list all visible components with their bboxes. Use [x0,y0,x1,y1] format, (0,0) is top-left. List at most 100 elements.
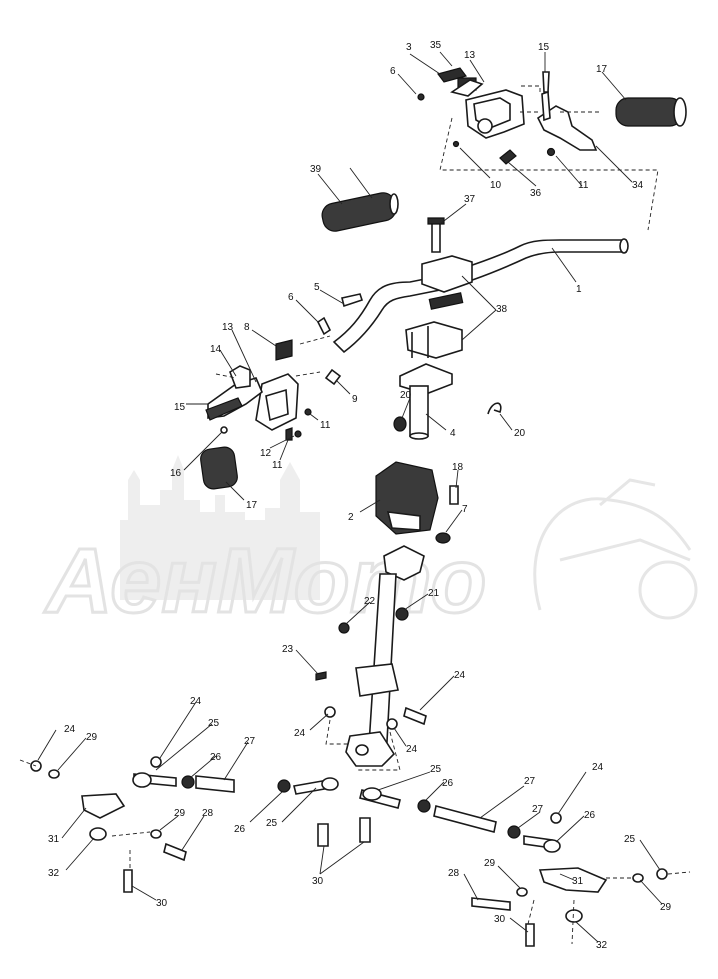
riser-post [393,326,453,440]
assembly-line-left [215,335,331,379]
callout-24-far-right: 25 [624,834,636,845]
callout-26-right: 27 [532,804,544,815]
tie-rod-right [359,787,691,947]
lower-clamp-37 [405,321,463,359]
washer-29-far-right [632,873,644,883]
left-grip-38 [321,192,399,232]
callout-24-rod-left: 24 [190,696,202,707]
grip-17-right [615,97,683,127]
callout-32-right: 32 [596,940,608,951]
callouts: 3 35 13 15 17 6 10 36 11 34 39 37 1 38 5… [48,40,672,951]
watermark: АенМото [43,455,698,634]
callout-34: 35 [430,40,442,51]
jam-nut-26-center-right [417,799,431,813]
ring-16 [220,426,228,434]
handlebar-assembly [332,217,629,359]
callout-25-center-left: 25 [266,818,278,829]
callout-29-far-right: 29 [660,902,672,913]
bolt-23 [403,706,427,726]
callout-11-left: 11 [272,460,283,471]
tie-rod-27-right [433,805,497,833]
pin-22 [315,671,327,681]
post-top-flange [383,545,425,581]
callout-4: 4 [450,428,456,439]
callout-24-post-left: 24 [294,728,306,739]
bolt-28-left [163,842,187,862]
bolt-30-left [123,869,133,893]
clip-19 [487,402,502,415]
callout-24-far-left: 24 [64,724,76,735]
callout-23: 24 [454,670,466,681]
callout-29-left: 29 [174,808,186,819]
bolt-30-center-b [359,817,371,843]
callout-30-right: 30 [494,914,506,925]
screw-6-top [417,93,425,101]
pin-6-left [316,316,332,336]
screw-11 [285,427,293,441]
grip-17-left [200,446,238,490]
callout-11-top: 11 [578,180,589,191]
washer-29-far-left [48,769,60,779]
clamp-shim [428,292,464,310]
assembly-line-post [325,719,401,771]
throttle-lever [536,105,598,151]
callout-6-top: 6 [390,66,396,77]
nut-24-far-right [656,868,668,880]
callout-18: 18 [452,462,464,473]
washer-32-right [565,909,583,923]
callout-25-left: 25 [208,718,220,729]
callout-1: 1 [576,284,582,295]
jam-nut-26-left-b [277,779,291,793]
nut-21 [338,622,350,634]
post-mid-bracket [355,663,399,697]
rod-end-25-center-right [362,787,382,801]
callout-2: 2 [348,512,354,523]
assembly-line-top [439,85,659,231]
callout-14: 14 [210,344,222,355]
callout-24-post-right: 24 [406,744,418,755]
post-lower-bracket [345,731,396,767]
callout-12: 12 [260,448,272,459]
nut-20-upper [393,416,407,432]
nut-10-left [304,408,312,416]
rod-end-25-center-left [321,777,339,791]
leader-lines [37,51,663,943]
tie-rod-left [19,756,371,893]
callout-13-top: 13 [464,50,476,61]
bolt-30-right [525,923,535,947]
spindle-arm-31-left [81,793,126,819]
block-35 [499,149,517,165]
washer-29-right [516,887,528,897]
callout-16: 16 [170,468,182,479]
callout-27-left: 27 [244,736,256,747]
nut-24-rod-right [550,812,562,824]
callout-37: 38 [496,304,508,315]
nut-20-lower [395,607,409,621]
callout-26-left: 26 [210,752,222,763]
callout-25-center-right: 25 [430,764,442,775]
rod-end-25-left [132,772,152,788]
callout-24-rod-right: 24 [592,762,604,773]
washer-29-left [150,829,162,839]
handlebar [332,239,627,354]
callout-31-right: 31 [572,876,584,887]
watermark-motorcycle [533,478,692,611]
callout-29-far-left: 29 [86,732,98,743]
tie-rod-27-left [195,775,235,793]
bolt-18 [449,485,459,505]
callout-20-lower: 21 [428,588,440,599]
callout-32-left: 32 [48,868,60,879]
jam-nut-26-left [181,775,195,789]
washer-32-left [89,827,107,841]
callout-6-left: 6 [288,292,294,303]
riser-tube-4 [409,385,429,437]
callout-35: 36 [530,188,542,199]
callout-25-right: 26 [584,810,596,821]
watermark-text: АенМото [44,530,487,632]
handlebar-pad [375,461,459,544]
callout-29-right: 29 [484,858,496,869]
callout-20-upper: 20 [400,390,412,401]
switch-8 [275,339,293,361]
callout-15-top: 15 [538,42,550,53]
